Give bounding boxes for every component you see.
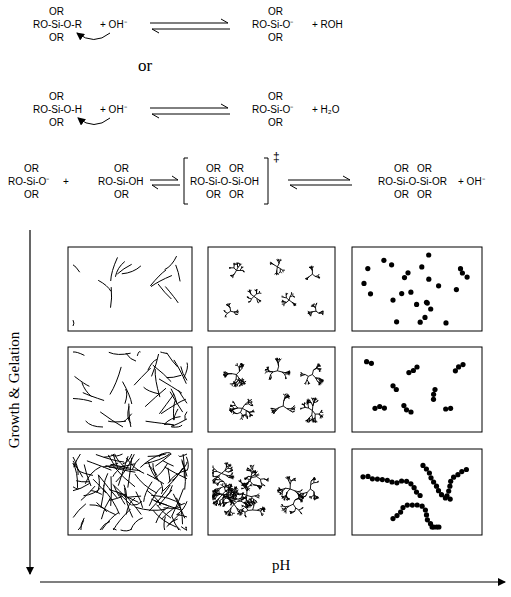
formula-text: + OH⁻ <box>100 19 127 31</box>
formula-text: + OH⁻ <box>458 176 485 188</box>
formula-text: OR <box>417 163 432 175</box>
formula-text: OR <box>24 163 39 175</box>
formula-text: OR <box>24 189 39 201</box>
formula-text: OR <box>268 32 283 44</box>
formula-text: OR <box>268 6 283 18</box>
axes <box>30 230 505 582</box>
panel-frames <box>68 247 482 535</box>
formula-text: OR <box>49 117 64 129</box>
formula-text: OR <box>229 163 244 175</box>
formula-text: + OH⁻ <box>100 104 127 116</box>
formula-text: OR <box>49 32 64 44</box>
formula-text: OR <box>268 117 283 129</box>
formula-text: OR <box>114 163 129 175</box>
formula-text: RO-Si-O⁻ <box>252 104 293 116</box>
formula-text: RO-Si-O-Si-OR <box>378 176 447 188</box>
formula-text: RO-Si-OH <box>98 176 144 188</box>
formula-text: RO-Si-O⁻ <box>252 19 293 31</box>
transition-state-mark: ‡ <box>273 150 280 165</box>
growth-sketches <box>73 252 470 530</box>
formula-text: RO-Si-O-R <box>33 19 82 31</box>
axis-label: pH <box>272 556 290 574</box>
alternative-word: or <box>138 56 152 76</box>
formula-text: RO-Si-O⁻ <box>8 176 49 188</box>
formula-text: OR <box>417 189 432 201</box>
formula-text: OR <box>394 163 409 175</box>
axis-label: Growth & Gelation <box>5 332 23 449</box>
formula-text: RO-Si-O-Si-OH <box>190 176 259 188</box>
formula-text: OR <box>229 189 244 201</box>
reaction-arrows <box>77 19 352 204</box>
formula-text: RO-Si-O-H <box>33 104 82 116</box>
formula-text: OR <box>394 189 409 201</box>
formula-text: + <box>63 176 69 188</box>
formula-text: + ROH <box>312 19 343 31</box>
formula-text: OR <box>268 91 283 103</box>
formula-text: OR <box>206 163 221 175</box>
formula-text: OR <box>49 91 64 103</box>
formula-text: OR <box>114 189 129 201</box>
formula-text: OR <box>49 6 64 18</box>
formula-text: OR <box>206 189 221 201</box>
formula-text: + H₂O <box>312 104 340 116</box>
